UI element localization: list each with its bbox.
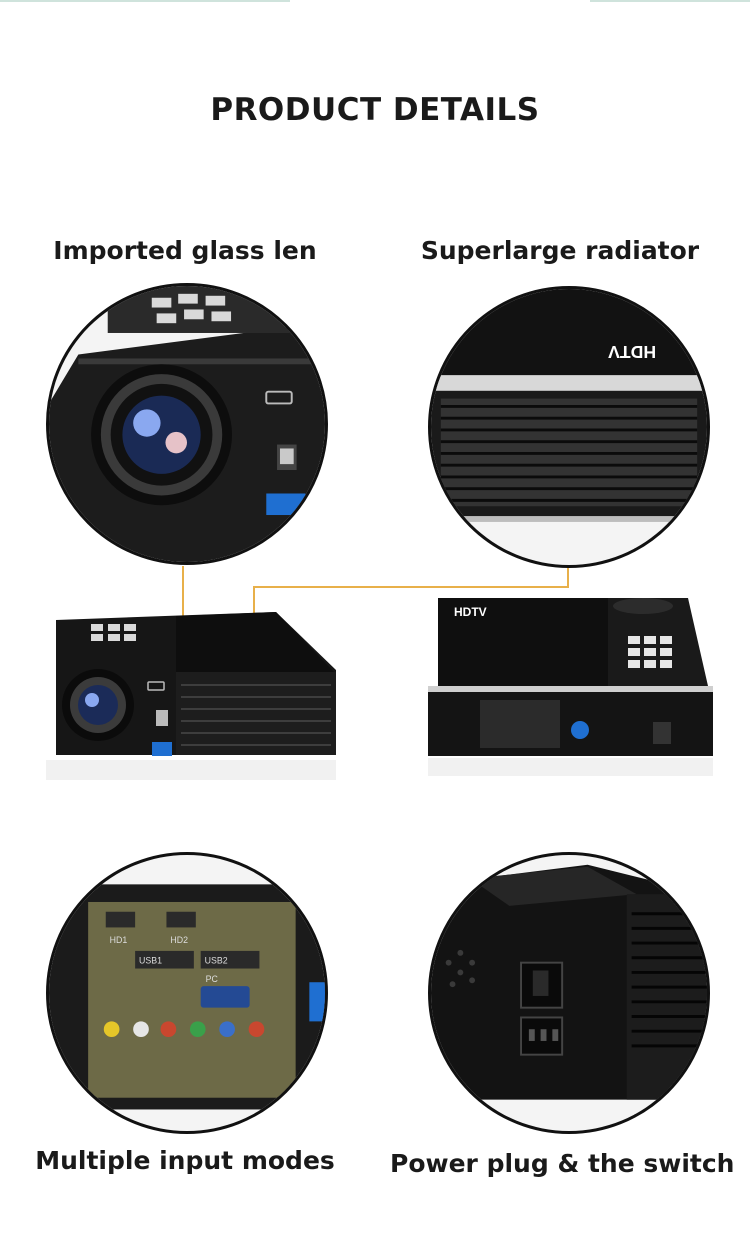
feature-caption-inputs: Multiple input modes	[35, 1146, 335, 1175]
feature-caption-radiator: Superlarge radiator	[420, 236, 700, 265]
top-divider-right	[590, 0, 750, 2]
hdtv-logo-text: HDTV	[608, 342, 656, 362]
usb1-label: USB1	[139, 956, 162, 966]
power-switch-closeup-image	[428, 852, 710, 1134]
lens-closeup-image	[46, 283, 328, 565]
feature-caption-lens: Imported glass len	[53, 236, 317, 265]
pc-label: PC	[206, 974, 219, 984]
top-divider-left	[0, 0, 290, 2]
hdmi2-label: HD2	[170, 935, 188, 945]
usb2-label: USB2	[205, 956, 228, 966]
projector-front-image	[46, 610, 336, 790]
hdtv-logo-back: HDTV	[454, 605, 487, 619]
hdmi1-label: HD1	[110, 935, 128, 945]
projector-back-image: HDTV	[428, 596, 718, 786]
radiator-closeup-image: HDTV	[428, 286, 710, 568]
feature-caption-power: Power plug & the switch	[390, 1149, 735, 1178]
input-ports-closeup-image: HD1 HD2 USB1 USB2 PC	[46, 852, 328, 1134]
page-title: PRODUCT DETAILS	[210, 92, 540, 128]
